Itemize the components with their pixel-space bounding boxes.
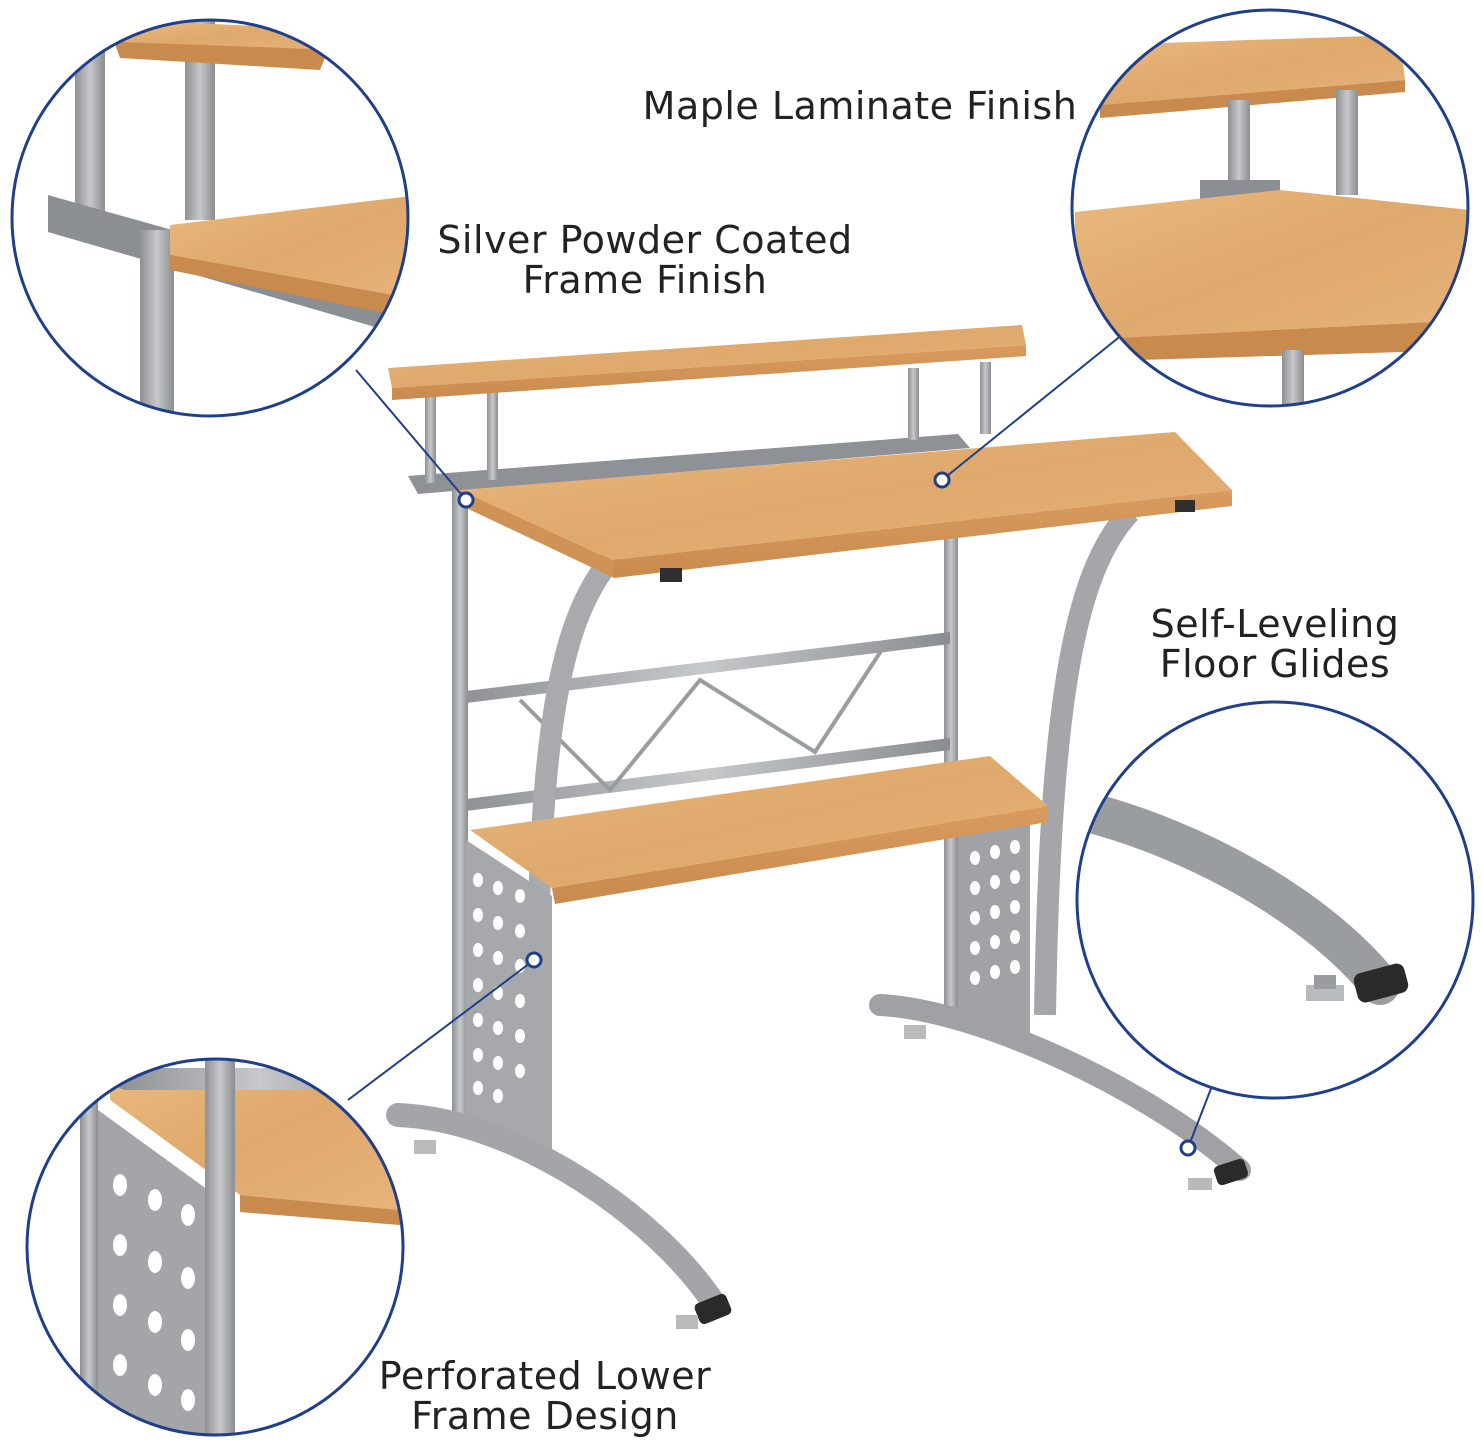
callout-perforated-line2: Frame Design (411, 1394, 679, 1438)
callout-floor-glides: Self-Leveling Floor Glides (1130, 604, 1420, 684)
callout-silver-line1: Silver Powder Coated (437, 218, 853, 262)
callout-glides-line2: Floor Glides (1159, 642, 1391, 686)
callout-dot-glides (1179, 1139, 1197, 1157)
callout-perforated-frame: Perforated Lower Frame Design (370, 1356, 720, 1436)
callout-lines (347, 329, 1213, 1157)
detail-circle-laminate (1070, 8, 1470, 408)
callout-dot-maple (933, 471, 951, 489)
callout-maple-laminate: Maple Laminate Finish (640, 86, 1080, 126)
desk (386, 325, 1251, 1329)
callout-silver-frame: Silver Powder Coated Frame Finish (420, 220, 870, 300)
callout-glides-line1: Self-Leveling (1150, 602, 1400, 646)
callout-maple-line1: Maple Laminate Finish (642, 84, 1078, 128)
callout-perforated-line1: Perforated Lower (378, 1354, 712, 1398)
detail-circle-glides (1075, 700, 1475, 1100)
callout-dot-perforated (525, 951, 543, 969)
callout-dot-silver (457, 491, 475, 509)
callout-silver-line2: Frame Finish (522, 258, 768, 302)
detail-circle-perforated (25, 1057, 405, 1437)
detail-circle-frame (10, 18, 410, 418)
